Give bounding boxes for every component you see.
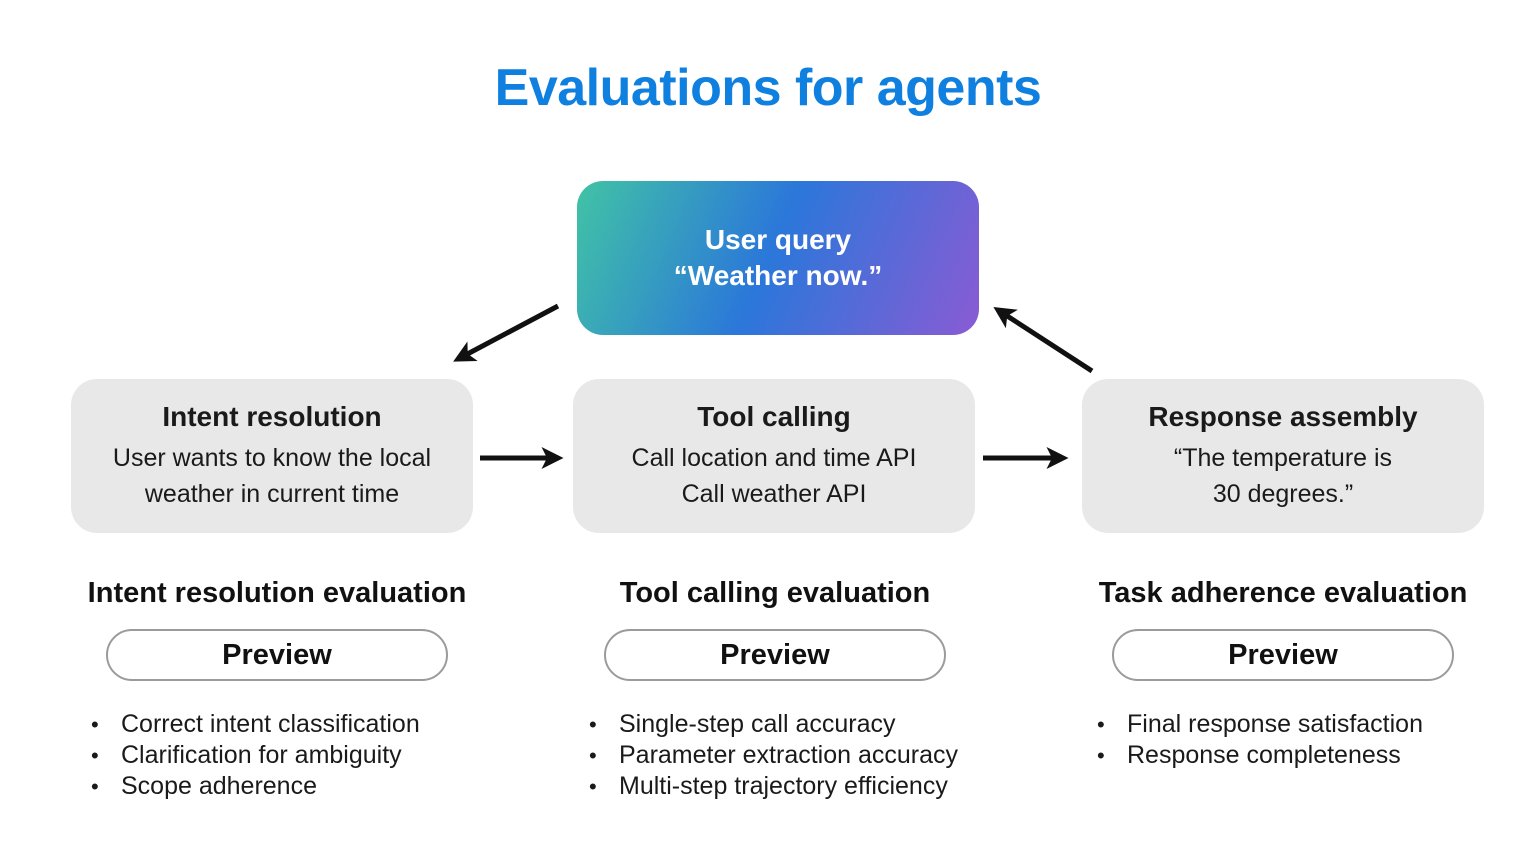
eval-heading: Task adherence evaluation	[1098, 577, 1468, 609]
stage-description-line: 30 degrees.”	[1212, 480, 1354, 508]
stage-box-response-assembly: Response assembly “The temperature is 30…	[1082, 379, 1484, 533]
eval-column-tool-calling: Tool calling evaluation Preview Single-s…	[565, 576, 985, 802]
eval-heading: Intent resolution evaluation	[87, 577, 467, 609]
eval-bullet-list: Single-step call accuracy Parameter extr…	[565, 709, 985, 802]
user-query-text: “Weather now.”	[673, 260, 883, 291]
user-query-box: User query “Weather now.”	[577, 181, 979, 335]
stage-description-line: weather in current time	[144, 480, 400, 508]
stage-description-line: Call location and time API	[631, 444, 917, 472]
eval-bullet: Clarification for ambiguity	[91, 740, 487, 771]
eval-bullet: Final response satisfaction	[1097, 709, 1493, 740]
stage-box-intent-resolution: Intent resolution User wants to know the…	[71, 379, 473, 533]
eval-heading: Tool calling evaluation	[619, 577, 931, 609]
user-query-title: User query	[704, 224, 852, 255]
preview-badge: Preview	[604, 629, 946, 681]
eval-bullet: Multi-step trajectory efficiency	[589, 771, 985, 802]
stage-title: Intent resolution	[162, 401, 382, 432]
stage-title: Response assembly	[1148, 401, 1418, 432]
preview-badge: Preview	[1112, 629, 1454, 681]
eval-bullet-list: Correct intent classification Clarificat…	[67, 709, 487, 802]
eval-bullet: Scope adherence	[91, 771, 487, 802]
page-title: Evaluations for agents	[494, 59, 1042, 117]
stage-box-tool-calling: Tool calling Call location and time API …	[573, 379, 975, 533]
eval-bullet: Single-step call accuracy	[589, 709, 985, 740]
arrow-response-to-query	[993, 307, 1094, 374]
stage-description-line: User wants to know the local	[112, 444, 432, 472]
eval-column-intent-resolution: Intent resolution evaluation Preview Cor…	[67, 576, 487, 802]
preview-badge: Preview	[106, 629, 448, 681]
stage-description-line: Call weather API	[681, 480, 867, 508]
stage-title: Tool calling	[697, 401, 851, 432]
eval-bullet: Response completeness	[1097, 740, 1493, 771]
eval-bullet: Parameter extraction accuracy	[589, 740, 985, 771]
arrow-query-to-intent	[453, 303, 560, 362]
eval-column-task-adherence: Task adherence evaluation Preview Final …	[1073, 576, 1493, 771]
stage-description-line: “The temperature is	[1173, 444, 1393, 472]
eval-bullet: Correct intent classification	[91, 709, 487, 740]
eval-bullet-list: Final response satisfaction Response com…	[1073, 709, 1493, 771]
